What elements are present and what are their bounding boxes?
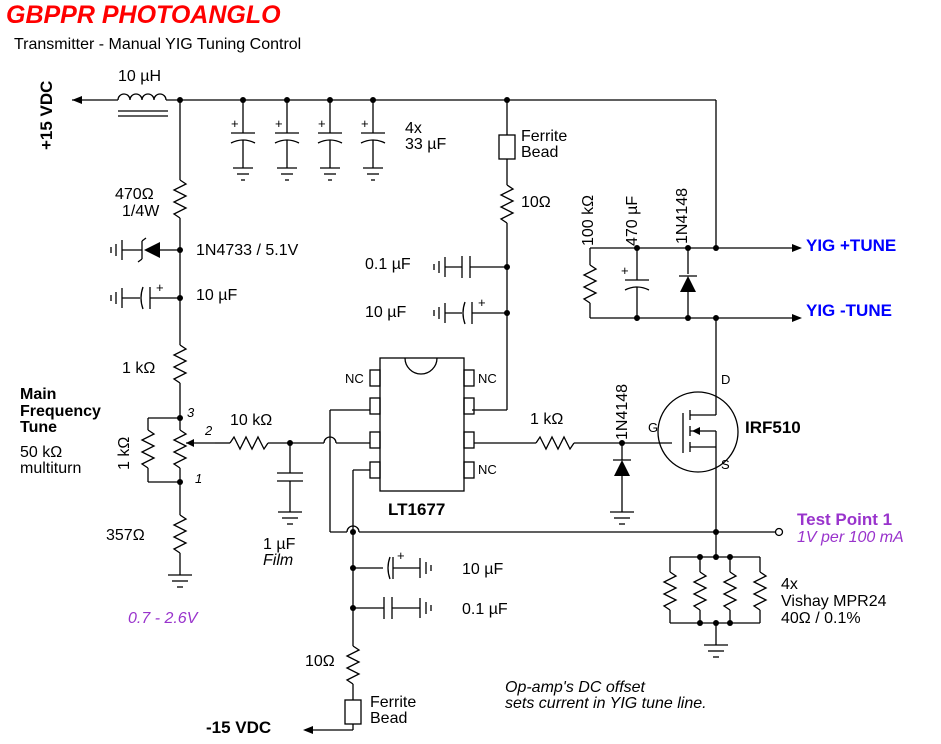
nc-label-3: NC	[478, 462, 497, 477]
sense-resistors	[662, 556, 768, 658]
resistor-10-top-label: 10Ω	[521, 194, 551, 211]
pot-label-tune: Tune	[20, 419, 58, 436]
bulk-caps	[230, 100, 386, 181]
yig-minus-tune-label: YIG -TUNE	[806, 301, 892, 320]
cap-10uf-left-label: 10 µF	[196, 287, 238, 304]
note-line-2: sets current in YIG tune line.	[505, 695, 707, 712]
gate-drive	[474, 435, 672, 525]
resistor-1k-upper-label: 1 kΩ	[122, 360, 156, 377]
bulk-caps-value-label: 33 µF	[405, 136, 447, 153]
resistor-10-bottom-label: 10Ω	[305, 653, 335, 670]
voltage-range-label: 0.7 - 2.6V	[128, 610, 198, 627]
ferrite-top-label-1: Ferrite	[521, 128, 568, 145]
note-line-1: Op-amp's DC offset	[505, 679, 645, 696]
cap-10uf-bottom-label: 10 µF	[462, 561, 504, 578]
input-path	[215, 409, 784, 537]
cap-01uf-bottom-label: 0.1 µF	[462, 601, 508, 618]
mosfet-drain-pin: D	[721, 372, 731, 387]
cap-470uf-label: 470 µF	[624, 195, 641, 246]
nc-label-1: NC	[345, 371, 364, 386]
junction-dots	[177, 97, 733, 626]
yig-plus-tune-label: YIG +TUNE	[806, 236, 897, 255]
mosfet-gate-pin: G	[648, 420, 659, 435]
pot-pin-3: 3	[187, 405, 195, 420]
svg-text:+: +	[156, 280, 164, 295]
zener-label: 1N4733 / 5.1V	[196, 242, 299, 259]
pot-pin-1: 1	[195, 471, 203, 486]
cap-01uf-top-label: 0.1 µF	[365, 256, 411, 273]
inductor-label: 10 µH	[118, 68, 162, 85]
sense-count-label: 4x	[781, 576, 798, 593]
opamp-ic	[369, 357, 475, 492]
svg-text:+: +	[318, 116, 326, 131]
svg-text:+: +	[275, 116, 283, 131]
pot-value-label: 50 kΩ	[20, 444, 63, 461]
mosfet-source-pin: S	[721, 457, 730, 472]
svg-text:+: +	[397, 548, 405, 563]
svg-text:+: +	[361, 116, 369, 131]
svg-text:+: +	[621, 263, 629, 278]
pot-label-main: Main	[20, 386, 57, 403]
top-supply-branch	[433, 100, 516, 411]
negative-supply	[303, 469, 432, 734]
pot-parallel-resistor-label: 1 kΩ	[116, 436, 133, 470]
yig-diode-label: 1N4148	[674, 187, 691, 244]
film-cap-type-label: Film	[263, 552, 294, 569]
schematic-title: GBPPR PHOTOANGLO	[6, 1, 281, 29]
test-point-scale-label: 1V per 100 mA	[797, 529, 904, 546]
sense-part-label: Vishay MPR24	[781, 593, 887, 610]
mosfet-label: IRF510	[745, 418, 801, 437]
polarity-marks: + + + + + + + +	[156, 116, 629, 563]
positive-rail	[72, 93, 717, 248]
resistor-1k-gate-label: 1 kΩ	[530, 411, 564, 428]
resistor-10k-label: 10 kΩ	[230, 412, 273, 429]
pot-label-frequency: Frequency	[20, 403, 101, 420]
yig-network	[582, 244, 802, 322]
pot-pin-2: 2	[205, 423, 213, 438]
opamp-label: LT1677	[388, 500, 446, 519]
left-chain	[110, 100, 215, 588]
pot-type-label: multiturn	[20, 460, 82, 477]
film-cap-value-label: 1 µF	[263, 536, 296, 553]
positive-supply-label: +15 VDC	[37, 80, 56, 150]
test-point-label: Test Point 1	[797, 510, 893, 529]
gate-diode-label: 1N4148	[614, 383, 631, 440]
cap-10uf-top-label: 10 µF	[365, 304, 407, 321]
ferrite-bottom-label-1: Ferrite	[370, 694, 417, 711]
resistor-470-power-label: 1/4W	[122, 203, 160, 220]
resistor-357-label: 357Ω	[106, 527, 145, 544]
ferrite-top-label-2: Bead	[521, 144, 559, 161]
bulk-caps-count-label: 4x	[405, 120, 422, 137]
ferrite-bottom-label-2: Bead	[370, 710, 408, 727]
negative-supply-label: -15 VDC	[206, 718, 272, 737]
mosfet	[657, 318, 739, 557]
svg-text:+: +	[231, 116, 239, 131]
sense-value-label: 40Ω / 0.1%	[781, 610, 861, 627]
resistor-100k-label: 100 kΩ	[580, 194, 597, 246]
resistor-470-label: 470Ω	[115, 186, 154, 203]
svg-text:+: +	[478, 295, 486, 310]
schematic-subtitle: Transmitter - Manual YIG Tuning Control	[14, 36, 302, 53]
nc-label-2: NC	[478, 371, 497, 386]
